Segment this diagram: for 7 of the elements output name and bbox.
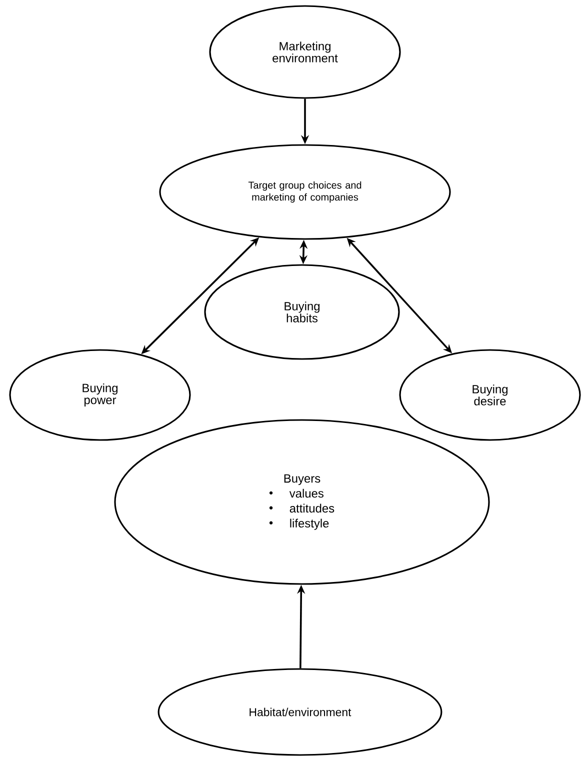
ellipse-node: Buyers values attitudes lifestyle [114,419,490,585]
ellipse-node: Buying habits [204,264,400,360]
ellipse-node: Buying power [9,349,191,441]
ellipse-node: Habitat/environment [158,668,442,756]
ellipse-node: Target group choices and marketing of companies [159,144,451,240]
ellipse-node: Marketing environment [209,5,401,99]
ellipse-node: Buying desire [399,349,581,441]
